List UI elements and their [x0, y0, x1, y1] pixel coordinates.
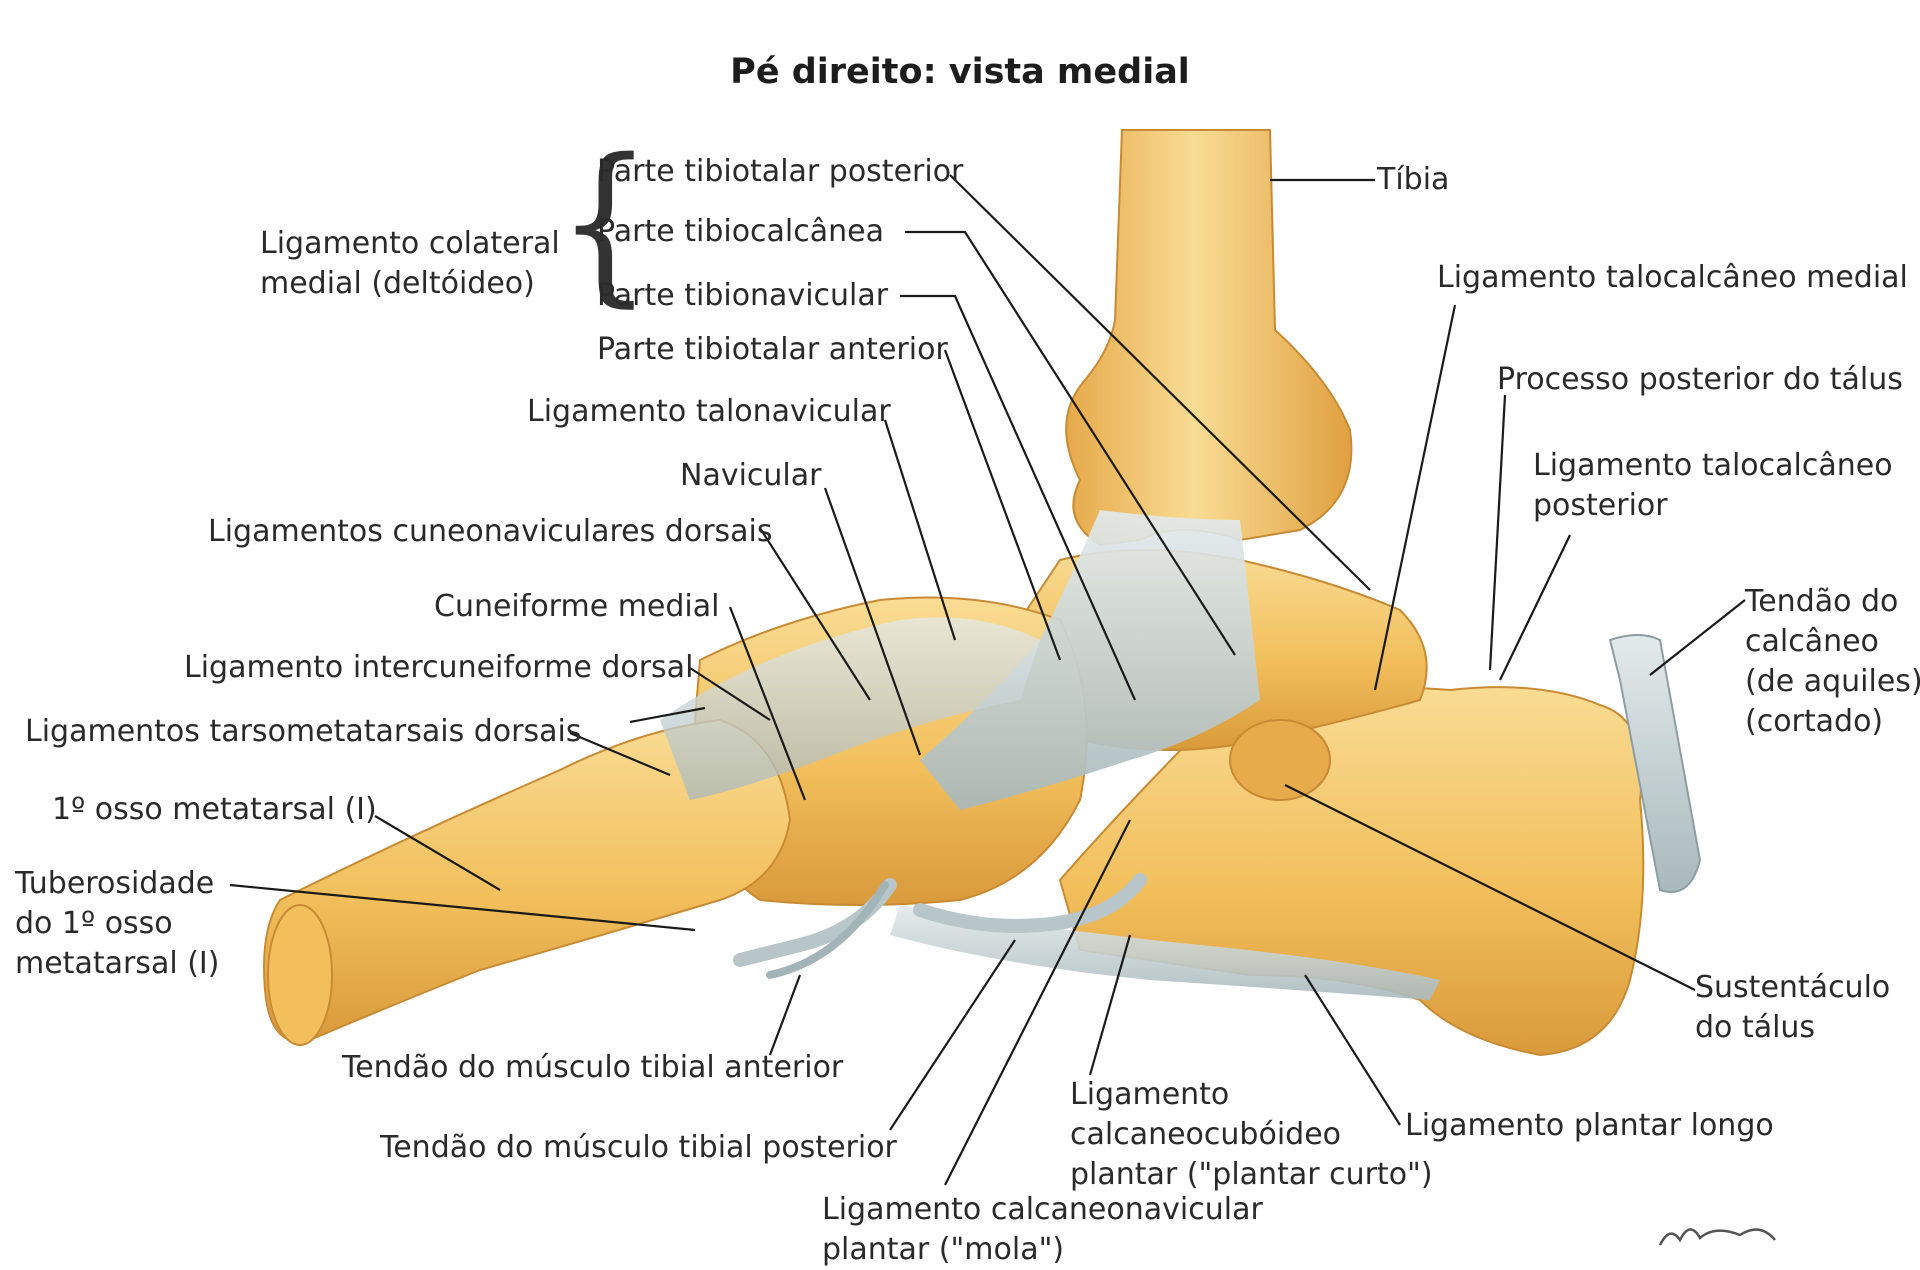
leader-processo-posterior: [1488, 394, 1507, 671]
label-sustentaculo: Sustentáculo do tálus: [1695, 970, 1891, 1045]
label-navicular: Navicular: [680, 458, 822, 493]
leader-cuneonaviculares: [759, 527, 871, 701]
leader-sustentaculo: [1284, 784, 1696, 991]
label-talonavicular: Ligamento talonavicular: [527, 394, 891, 429]
leader-tuberosidade: [229, 883, 696, 932]
leader-intercuneiforme: [689, 667, 771, 721]
leader-plantar-longo: [1304, 974, 1401, 1126]
tibia-bone: [1065, 129, 1353, 547]
label-intercuneiforme: Ligamento intercuneiforme dorsal: [184, 650, 694, 685]
leader-navicular: [823, 487, 922, 756]
group-brace: {: [557, 122, 653, 324]
tendon-hook: [766, 881, 889, 979]
leader-talonavicular: [883, 419, 957, 641]
tibialis-posterior-tendon: [913, 873, 1147, 933]
leader-tarsometatarsais-b: [629, 706, 706, 724]
leader-tibiotalar-anterior: [943, 349, 1062, 661]
label-calcaneocuboideo: Ligamento calcaneocubóideo plantar ("pla…: [1070, 1077, 1433, 1192]
leader-tibionavicular: [900, 294, 1137, 701]
label-plantar-longo: Ligamento plantar longo: [1405, 1108, 1774, 1143]
leader-metatarsal: [374, 815, 501, 891]
label-tibiocalcanea: Parte tibiocalcânea: [597, 214, 884, 249]
group-label: Ligamento colateral medial (deltóideo): [260, 226, 560, 301]
leader-talocalcaneo-medial: [1373, 304, 1457, 691]
metatarsal-head: [267, 904, 333, 1046]
label-calcaneonavicular: Ligamento calcaneonavicular plantar ("mo…: [822, 1192, 1263, 1267]
label-tuberosidade: Tuberosidade do 1º osso metatarsal (I): [15, 866, 220, 981]
leader-tibiocalcanea: [905, 230, 1236, 656]
deltoid-ligament: [920, 510, 1260, 810]
leader-tendao-calcaneo: [1649, 599, 1746, 676]
label-tibia: Tíbia: [1377, 162, 1450, 197]
leader-tibiotalar-posterior: [949, 174, 1371, 591]
leader-talocalcaneo-posterior: [1499, 534, 1571, 681]
leader-cuneiforme-medial: [728, 606, 807, 801]
leader-tarsometatarsais-a: [569, 731, 671, 777]
label-tarsometatarsais: Ligamentos tarsometatarsais dorsais: [25, 714, 582, 749]
label-cuneiforme-medial: Cuneiforme medial: [434, 589, 720, 624]
label-cuneonaviculares: Ligamentos cuneonaviculares dorsais: [208, 514, 773, 549]
label-talocalcaneo-medial: Ligamento talocalcâneo medial: [1437, 260, 1908, 295]
leader-calcaneonavicular: [944, 819, 1131, 1186]
leader-tibial-posterior: [889, 939, 1016, 1131]
label-tibial-posterior: Tendão do músculo tibial posterior: [380, 1130, 897, 1165]
label-tibionavicular: Parte tibionavicular: [597, 278, 889, 313]
leader-calcaneocuboideo: [1088, 934, 1132, 1076]
label-tibiotalar-anterior: Parte tibiotalar anterior: [597, 332, 948, 367]
label-tibiotalar-posterior: Parte tibiotalar posterior: [597, 154, 964, 189]
diagram-title: Pé direito: vista medial: [730, 52, 1190, 92]
artist-signature: [1658, 1228, 1776, 1246]
label-processo-posterior: Processo posterior do tálus: [1497, 362, 1903, 397]
label-talocalcaneo-posterior: Ligamento talocalcâneo posterior: [1533, 448, 1893, 523]
midfoot-dorsal-ligaments: [660, 617, 1040, 800]
achilles-tendon: [1608, 634, 1702, 893]
label-metatarsal: 1º osso metatarsal (I): [52, 792, 377, 827]
label-tibial-anterior: Tendão do músculo tibial anterior: [342, 1050, 844, 1085]
leader-lines: [229, 174, 1746, 1186]
leader-tibial-anterior: [768, 974, 802, 1056]
sustentaculum-tali: [1229, 719, 1331, 801]
label-tendao-calcaneo: Tendão do calcâneo (de aquiles) (cortado…: [1745, 584, 1920, 739]
